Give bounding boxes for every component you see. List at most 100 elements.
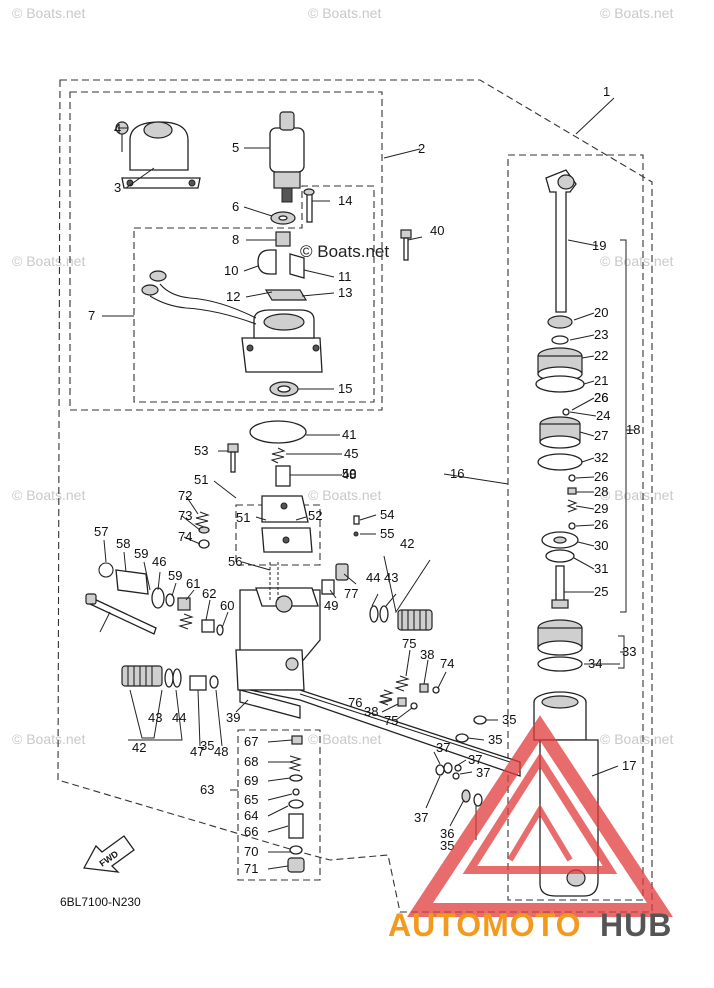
part-8 bbox=[275, 231, 291, 247]
callout-label: 35 bbox=[502, 712, 516, 727]
watermark-text: © Boats.net bbox=[308, 5, 381, 21]
watermark-text: © Boats.net bbox=[600, 487, 673, 503]
callout-label: 30 bbox=[594, 538, 608, 553]
callout-label: 70 bbox=[244, 844, 258, 859]
callout-label: 26 bbox=[594, 390, 608, 405]
callout-label: 24 bbox=[596, 408, 610, 423]
callout-label: 26 bbox=[594, 390, 608, 405]
callout-label: 41 bbox=[342, 427, 356, 442]
ball-54-part bbox=[353, 531, 359, 537]
bolt-77-part bbox=[89, 597, 157, 635]
callout-label: 4 bbox=[114, 121, 121, 136]
callout-label: 3 bbox=[114, 180, 121, 195]
callout-label: 25 bbox=[594, 584, 608, 599]
bolt-52-part bbox=[227, 443, 239, 453]
part-11 bbox=[289, 253, 305, 279]
callout-label: 35 bbox=[440, 838, 454, 853]
callout-label: 42 bbox=[132, 740, 146, 755]
part-61 bbox=[201, 619, 215, 633]
callout-label: 56 bbox=[228, 554, 242, 569]
callout-label: 64 bbox=[244, 808, 258, 823]
watermark-text: © Boats.net bbox=[600, 253, 673, 269]
part-47 bbox=[189, 675, 207, 691]
oring-69-part bbox=[289, 845, 303, 855]
callout-label: 20 bbox=[594, 305, 608, 320]
callout-label: 21 bbox=[594, 373, 608, 388]
callout-label: 69 bbox=[244, 773, 258, 788]
callout-label: 10 bbox=[224, 263, 238, 278]
part-65 bbox=[288, 813, 304, 839]
ball-26-part bbox=[568, 474, 576, 482]
callout-label: 1 bbox=[603, 84, 610, 99]
outline-assembly-62 bbox=[237, 729, 321, 881]
callout-label: 66 bbox=[244, 824, 258, 839]
callout-label: 17 bbox=[622, 758, 636, 773]
callout-label: 67 bbox=[244, 734, 258, 749]
callout-label: 38 bbox=[364, 704, 378, 719]
watermark-text: © Boats.net bbox=[12, 731, 85, 747]
callout-label: 32 bbox=[594, 450, 608, 465]
watermark-text: © Boats.net bbox=[12, 253, 85, 269]
callout-label: 39 bbox=[226, 710, 240, 725]
oring-34-part bbox=[537, 656, 583, 672]
callout-label: 49 bbox=[324, 598, 338, 613]
outline-assembly-1 bbox=[57, 79, 653, 913]
part-10 bbox=[257, 249, 277, 275]
callout-label: 42 bbox=[400, 536, 414, 551]
callout-label: 37 bbox=[476, 765, 490, 780]
outline-assembly-16 bbox=[507, 154, 644, 901]
callout-label: 33 bbox=[622, 644, 636, 659]
motor-base-part bbox=[241, 337, 323, 373]
callout-label: 63 bbox=[200, 782, 214, 797]
callout-label: 59 bbox=[168, 568, 182, 583]
spring-75-part bbox=[394, 675, 410, 692]
part-28 bbox=[567, 487, 577, 495]
oring-37-part bbox=[435, 764, 445, 776]
callout-label: 40 bbox=[430, 223, 444, 238]
ball-74-part bbox=[432, 686, 440, 694]
callout-label: 5 bbox=[232, 140, 239, 155]
ball-64-part bbox=[292, 788, 300, 796]
callout-label: 61 bbox=[186, 576, 200, 591]
clip-56-part bbox=[98, 562, 114, 578]
watermark-center-text: © Boats.net bbox=[300, 242, 389, 261]
callout-label: 11 bbox=[338, 269, 352, 284]
callout-label: 26 bbox=[594, 469, 608, 484]
callout-label: 55 bbox=[380, 526, 394, 541]
callout-label: 36 bbox=[440, 826, 454, 841]
callout-label: 72 bbox=[178, 488, 192, 503]
callout-label: 74 bbox=[440, 656, 454, 671]
callout-label: 52 bbox=[308, 508, 322, 523]
callout-label: 27 bbox=[594, 428, 608, 443]
oring-59-part bbox=[165, 593, 175, 607]
callout-label: 75 bbox=[384, 713, 398, 728]
pump-group bbox=[85, 420, 521, 807]
washer-31-part bbox=[545, 549, 575, 563]
callout-label: 65 bbox=[244, 792, 258, 807]
callout-label: 19 bbox=[592, 238, 606, 253]
callout-label: 15 bbox=[338, 381, 352, 396]
callout-label: 48 bbox=[342, 467, 356, 482]
watermark-text: © Boats.net bbox=[600, 731, 673, 747]
part-68 bbox=[289, 774, 303, 782]
leader-lines bbox=[99, 97, 634, 870]
gasket-41-part bbox=[249, 420, 307, 444]
part-70 bbox=[287, 857, 305, 873]
cylinder-group bbox=[533, 169, 599, 897]
callout-label: 51 bbox=[194, 472, 208, 487]
callout-label: 35 bbox=[488, 732, 502, 747]
oring-35-part bbox=[473, 715, 487, 725]
callout-label: 31 bbox=[594, 561, 608, 576]
part-48-right bbox=[321, 579, 335, 595]
brand-text-secondary: HUB bbox=[600, 907, 672, 943]
plug-76-part bbox=[335, 563, 349, 581]
callout-label: 57 bbox=[94, 524, 108, 539]
motor-cover-flange bbox=[121, 177, 201, 189]
diagram-code: 6BL7100-N230 bbox=[60, 895, 141, 909]
oring-21-part bbox=[535, 375, 585, 393]
part-73 bbox=[198, 539, 210, 549]
callout-label: 7 bbox=[88, 308, 95, 323]
oring-63-part bbox=[288, 799, 304, 809]
callout-label: 38 bbox=[420, 647, 434, 662]
callout-label: 44 bbox=[366, 570, 380, 585]
